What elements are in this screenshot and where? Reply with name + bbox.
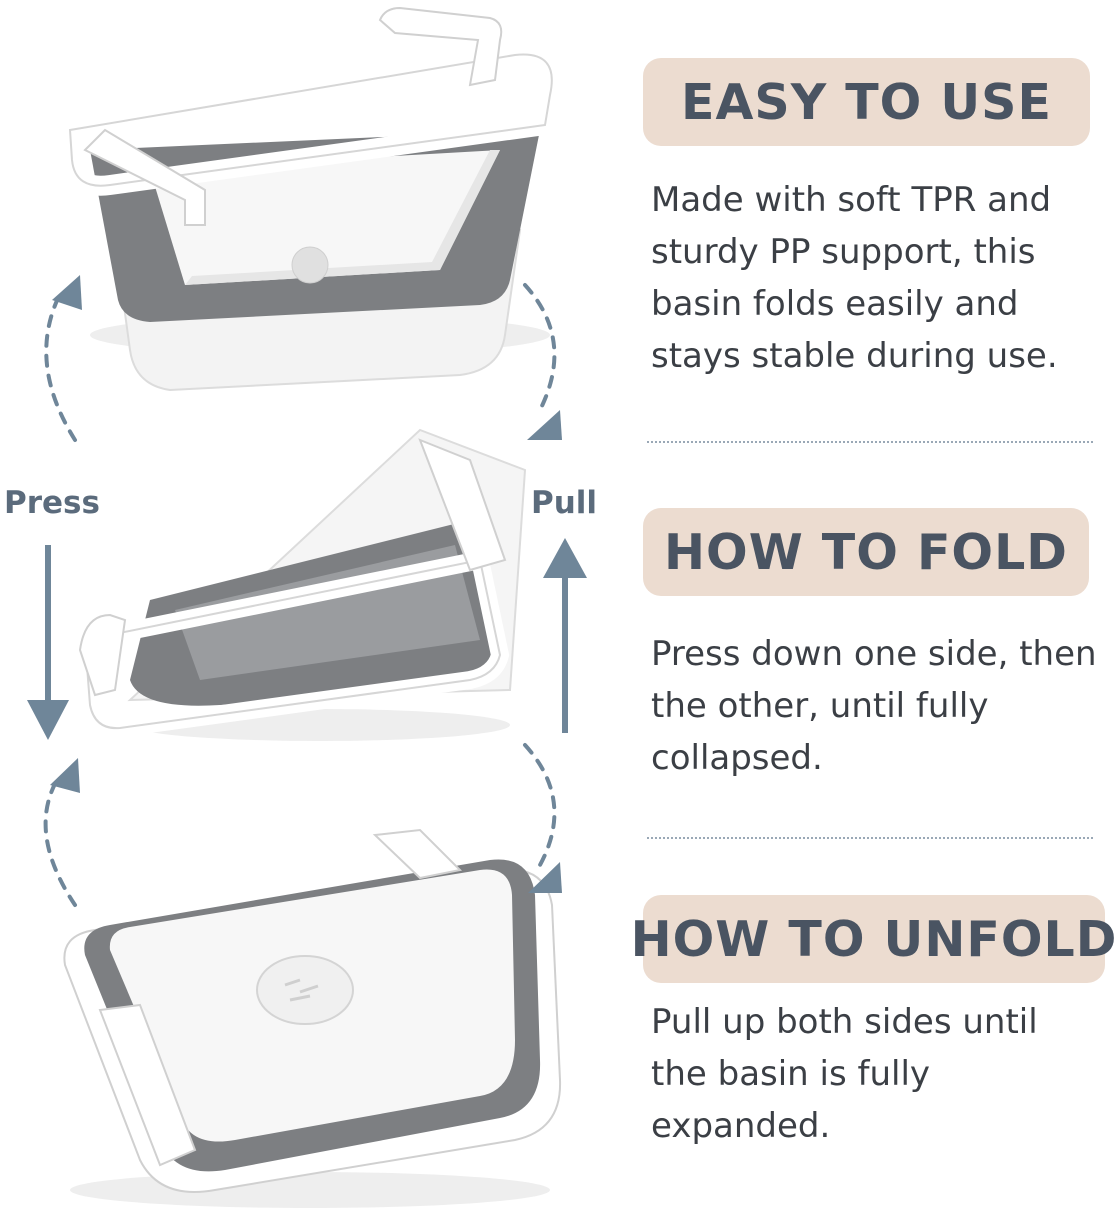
arrowhead-icon [528,862,562,893]
section-title-how-to-fold: HOW TO FOLD [643,508,1089,596]
arrowhead-icon [527,410,562,440]
expanded-basin-image [59,6,562,392]
description-line: Press down one side, then [651,634,1097,674]
section-title-easy-to-use: EASY TO USE [643,58,1090,146]
divider [647,441,1093,443]
section-description-how-to-unfold: Pull up both sides until the basin is fu… [651,996,1101,1152]
basin-illustrations [27,6,587,1208]
description-line: expanded. [651,1106,831,1146]
description-line: Pull up both sides until [651,1002,1038,1042]
arrowhead-icon [50,758,80,793]
description-line: stays stable during use. [651,336,1058,376]
section-description-how-to-fold: Press down one side, then the other, unt… [651,628,1101,784]
curved-arrow-up-left-bottom [43,773,77,907]
collapsed-basin-image [63,828,562,1208]
half-folded-basin-image [75,428,527,741]
section-description-easy-to-use: Made with soft TPR and sturdy PP support… [651,174,1101,382]
pull-label: Pull [531,485,598,521]
cycle-arrows [43,283,557,907]
divider [647,837,1093,839]
description-line: Made with soft TPR and [651,180,1052,220]
description-line: the other, until fully [651,686,989,726]
press-label: Press [4,485,100,521]
description-line: sturdy PP support, this [651,232,1036,272]
section-title-how-to-unfold: HOW TO UNFOLD [631,895,1115,983]
description-line: the basin is fully [651,1054,931,1094]
description-line: basin folds easily and [651,284,1019,324]
description-line: collapsed. [651,738,823,778]
pull-arrow-up-icon [543,538,587,733]
curved-arrow-down-right-top [523,283,557,412]
arrow-heads [50,275,562,893]
curved-arrow-up-left-top [44,288,77,442]
arrowhead-icon [52,275,82,310]
curved-arrow-down-right-bottom [523,743,557,867]
press-arrow-down-icon [27,545,69,740]
